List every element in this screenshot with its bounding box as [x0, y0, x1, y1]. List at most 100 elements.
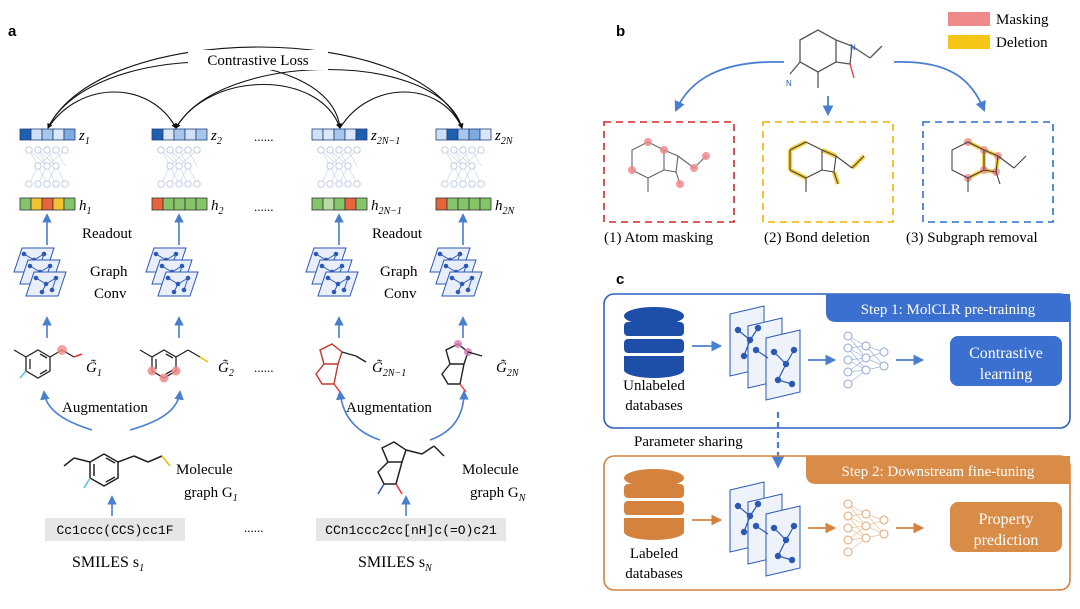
readout-label-2: Readout	[372, 226, 423, 242]
unlabeled-label-1: Unlabeled	[623, 378, 685, 394]
molecule-graph-label-1a: Molecule	[176, 462, 233, 478]
panel-a-letter: a	[8, 23, 17, 40]
graph-conv-label-2b: Conv	[384, 286, 417, 302]
z-vector-2n-1	[311, 128, 368, 141]
h1-label: h1	[79, 198, 92, 217]
projection-head-2	[157, 146, 201, 188]
caption-bond-deletion: (2) Bond deletion	[764, 230, 870, 246]
mlp-2	[843, 499, 889, 557]
smiles-label-n: SMILES sN	[358, 554, 433, 574]
g2n-1-label: G̃2N−1	[372, 359, 406, 379]
augmentation-label-2: Augmentation	[346, 400, 432, 416]
caption-atom-masking: (1) Atom masking	[604, 230, 714, 246]
molecule-graph-n	[377, 441, 445, 495]
bond-deletion-molecule	[787, 139, 866, 192]
g-labels: G̃1 G̃2 G̃2N−1 G̃2N	[86, 359, 520, 379]
parameter-sharing-label: Parameter sharing	[634, 434, 743, 450]
labeled-database-icon	[624, 469, 684, 540]
molecule-graph-label-1b: graph G1	[184, 485, 238, 504]
contrastive-learning-box	[950, 336, 1062, 386]
source-molecule: N N	[786, 29, 883, 88]
flow-arrows-a	[40, 213, 469, 516]
legend-swatch-masking	[948, 12, 990, 26]
projection-head-2n-1	[317, 146, 361, 188]
svg-text:N: N	[786, 79, 792, 88]
g2n-label: G̃2N	[496, 359, 520, 379]
panel-a: a Contrastive Loss	[8, 23, 527, 574]
augmented-molecule-2	[139, 349, 209, 383]
augmented-molecule-2n	[441, 340, 483, 393]
bond-deletion-box	[762, 121, 894, 223]
h2n-label: h2N	[495, 198, 516, 217]
smiles-string-n: CCn1ccc2cc[nH]c(=O)c21	[325, 523, 497, 538]
z2n-label: z2N	[494, 128, 514, 147]
step1-label: Step 1: MolCLR pre-training	[861, 302, 1036, 318]
h2n-1-label: h2N−1	[371, 198, 402, 217]
graph-conv-label-1a: Graph	[90, 264, 128, 280]
z-vector-2n	[435, 128, 492, 141]
projection-head-2n	[441, 146, 485, 188]
contrastive-loss-label: Contrastive Loss	[207, 53, 308, 69]
graph-conv-label-2a: Graph	[380, 264, 418, 280]
z2n-1-label: z2N−1	[370, 128, 400, 147]
h2-label: h2	[211, 198, 224, 217]
ellipsis-smiles: ......	[244, 520, 264, 535]
augmentation-label-1: Augmentation	[62, 400, 148, 416]
panel-b-letter: b	[616, 23, 625, 40]
property-prediction-box	[950, 502, 1062, 552]
property-prediction-label-1: Property	[978, 511, 1033, 528]
atom-masking-molecule	[628, 138, 710, 192]
graph-conv-stack-3	[306, 248, 358, 296]
h-vector-2	[151, 197, 208, 211]
smiles-string-1: Cc1ccc(CCS)cc1F	[56, 523, 173, 538]
molecule-graph-label-na: Molecule	[462, 462, 519, 478]
property-prediction-label-2: prediction	[974, 532, 1039, 549]
g2-label: G̃2	[218, 359, 234, 379]
molecule-graph-label-nb: graph GN	[470, 485, 527, 504]
subgraph-removal-molecule	[951, 138, 1027, 192]
step2-tab	[806, 456, 1070, 484]
augmented-molecule-2n-1	[315, 343, 367, 393]
atom-masking-box	[603, 121, 735, 223]
ellipsis-g: ......	[254, 360, 274, 375]
h-vector-1	[19, 197, 76, 211]
svg-text:N: N	[850, 43, 856, 52]
mlp-1	[843, 331, 889, 389]
labeled-label-1: Labeled	[630, 546, 679, 562]
contrastive-learning-label-2: learning	[980, 366, 1032, 383]
contrastive-learning-label-1: Contrastive	[969, 345, 1043, 362]
h-vectors	[19, 197, 492, 211]
gnn-planes-2	[729, 481, 801, 577]
projection-head-1	[25, 146, 69, 188]
smiles-box-1	[45, 518, 185, 541]
z2-label: z2	[210, 128, 222, 147]
legend-label-masking: Masking	[996, 12, 1049, 28]
g1-label: G̃1	[86, 359, 102, 379]
graph-conv-stack-1	[14, 248, 66, 296]
labeled-label-2: databases	[625, 566, 683, 582]
ellipsis-z: ......	[254, 129, 274, 144]
panel-c-letter: c	[616, 271, 624, 288]
molecule-graph-1	[63, 453, 171, 489]
legend: Masking Deletion	[948, 12, 1049, 51]
z-labels: z1 z2 z2N−1 z2N	[78, 128, 514, 147]
z1-label: z1	[78, 128, 90, 147]
z-vector-2	[151, 128, 208, 141]
panel-c: c Step 1: MolCLR pre-training Unlabeled …	[603, 271, 1071, 591]
caption-subgraph-removal: (3) Subgraph removal	[906, 230, 1038, 246]
z-vector-1	[19, 128, 76, 141]
graph-conv-stack-4	[430, 248, 482, 296]
step2-label: Step 2: Downstream fine-tuning	[842, 464, 1035, 480]
unlabeled-label-2: databases	[625, 398, 683, 414]
graph-conv-stack-2	[146, 248, 198, 296]
smiles-box-n	[316, 518, 506, 541]
step1-tab	[826, 294, 1070, 322]
legend-label-deletion: Deletion	[996, 35, 1048, 51]
h-labels: h1 h2 h2N−1 h2N	[79, 198, 516, 217]
unlabeled-database-icon	[624, 307, 684, 378]
graph-conv-label-1b: Conv	[94, 286, 127, 302]
subgraph-removal-box	[922, 121, 1054, 223]
panel-b: b Masking Deletion N N	[603, 12, 1054, 246]
augmentation-arrows	[674, 61, 986, 117]
